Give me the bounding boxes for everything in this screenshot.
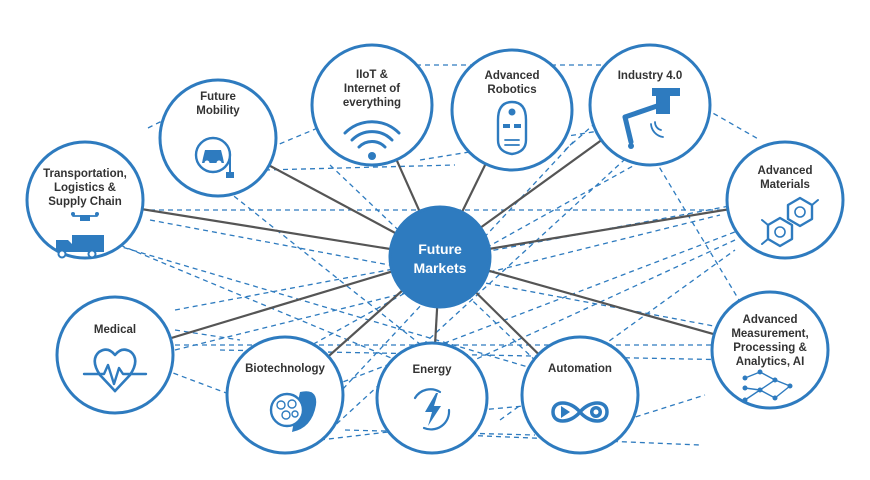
robot-head-icon (496, 100, 528, 156)
node-label-line: Transportation, (43, 168, 127, 180)
molecule-icon (761, 196, 819, 248)
cell-leaf-icon (269, 391, 317, 432)
node-industry-4[interactable]: Industry 4.0 (588, 43, 712, 167)
node-advanced-robotics[interactable]: Advanced Robotics (450, 48, 574, 172)
node-label-line: Logistics & (54, 182, 116, 194)
node-label-line: IIoT & (356, 69, 388, 81)
neural-network-icon (742, 369, 793, 403)
node-label-line: Supply Chain (48, 196, 121, 208)
node-automation[interactable]: Automation (520, 335, 640, 455)
center-label-line-1: Future (418, 241, 462, 257)
node-label-line: Processing & (733, 342, 807, 354)
node-future-mobility[interactable]: Future Mobility (158, 78, 278, 198)
lightning-cycle-icon (413, 388, 451, 431)
drone-truck-icon (56, 212, 104, 259)
node-advanced-measurement[interactable]: Advanced Measurement, Processing & Analy… (710, 290, 830, 410)
node-iiot[interactable]: IIoT & Internet of everything (310, 43, 434, 167)
node-advanced-materials[interactable]: Advanced Materials (725, 140, 845, 260)
node-label-line: Automation (548, 363, 612, 375)
node-transportation[interactable]: Transportation, Logistics & Supply Chain (25, 140, 145, 260)
node-label-line: Robotics (487, 84, 536, 96)
node-biotechnology[interactable]: Biotechnology (225, 335, 345, 455)
node-label-line: Mobility (196, 105, 240, 117)
wifi-icon (343, 120, 401, 160)
node-label-line: Internet of (344, 83, 400, 95)
node-label-line: Advanced (485, 70, 540, 82)
node-label-line: Future (200, 91, 236, 103)
node-label-line: Analytics, AI (736, 356, 805, 368)
node-label-line: Biotechnology (245, 363, 325, 375)
node-label-line: Advanced (743, 314, 798, 326)
node-label-line: Measurement, (731, 328, 808, 340)
electric-car-icon (194, 136, 234, 178)
heartbeat-icon (82, 348, 148, 393)
node-label-line: Energy (413, 364, 453, 376)
node-energy[interactable]: Energy (375, 341, 489, 455)
node-label-line: Medical (94, 324, 136, 336)
infinity-gear-icon (551, 401, 609, 423)
node-label-line: Materials (760, 179, 810, 191)
node-label-line: Industry 4.0 (618, 70, 683, 82)
node-medical[interactable]: Medical (55, 295, 175, 415)
node-label-line: Advanced (758, 165, 813, 177)
node-label-line: everything (343, 97, 401, 109)
center-label-line-2: Markets (414, 260, 467, 276)
robotic-arm-icon (622, 88, 680, 149)
center-node[interactable]: Future Markets (388, 205, 492, 309)
